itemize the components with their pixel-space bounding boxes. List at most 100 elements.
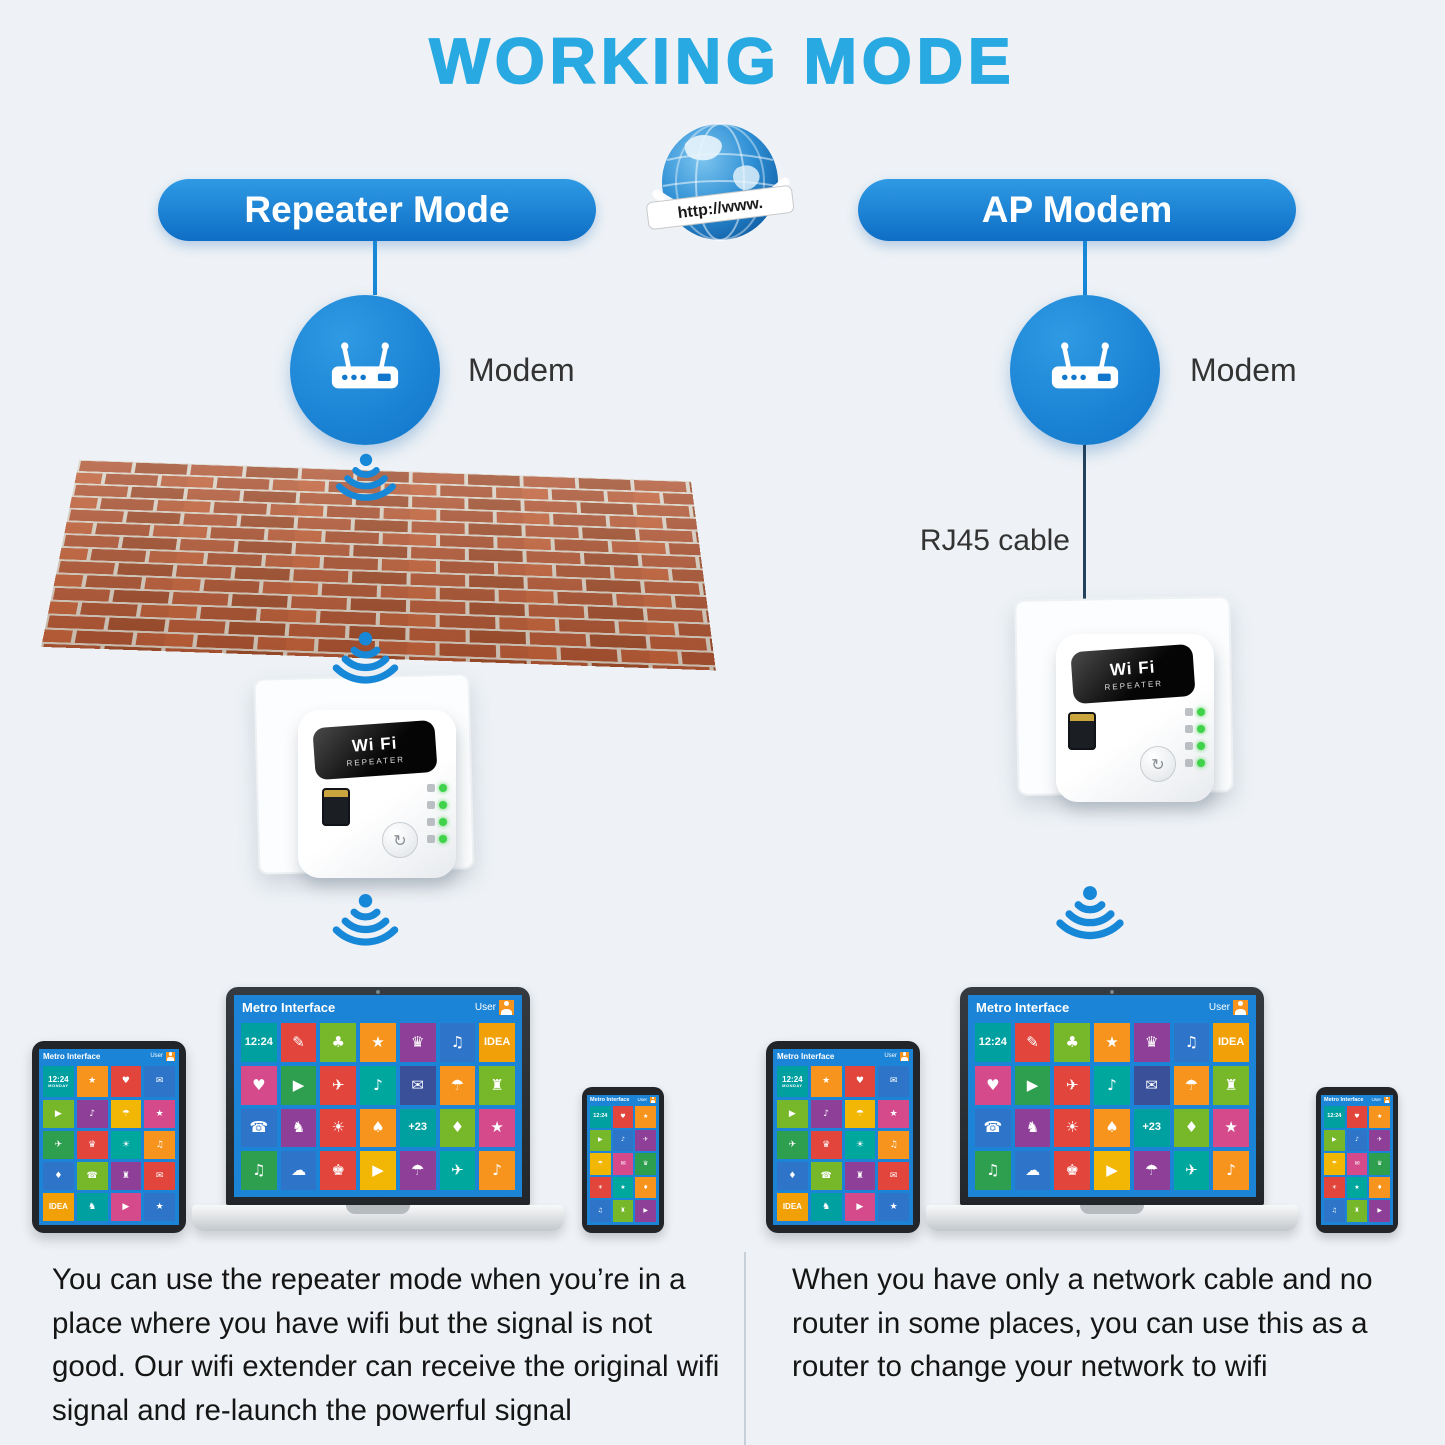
- metro-tile: ♫: [241, 1151, 277, 1190]
- metro-tile-grid: 12:24✎♣★♛♫IDEA♥▶✈♪✉☂♜☎♞☀♠+23♦★♫☁♚▶☂✈♪: [968, 1019, 1256, 1197]
- metro-tile: ☂: [590, 1153, 611, 1175]
- metro-tile: ☀: [110, 1131, 142, 1159]
- smartphone: Metro Interface User 12:24♥★▶♪✈☂✉♛☀★♦♫♜▶: [582, 1087, 664, 1233]
- led-status-icon: [1185, 742, 1193, 750]
- metro-tile-grid: 12:24♥★▶♪✈☂✉♛☀★♦♫♜▶: [1321, 1104, 1393, 1225]
- wifi-repeater-device: Wi Fi REPEATER ↻: [298, 710, 456, 878]
- led-indicators: [427, 784, 447, 843]
- metro-tile: ♪: [479, 1151, 515, 1190]
- metro-tile: ▶: [43, 1100, 74, 1128]
- smartphone: Metro Interface User 12:24♥★▶♪✈☂✉♛☀★♦♫♜▶: [1316, 1087, 1398, 1233]
- user-avatar-icon: [499, 999, 514, 1015]
- led-status-icon: [427, 784, 435, 792]
- modem-icon: [331, 342, 399, 389]
- laptop-notch: [1080, 1205, 1144, 1214]
- metro-tile: ▶: [844, 1193, 876, 1221]
- led-light: [439, 835, 447, 843]
- metro-tile: ♦: [635, 1176, 656, 1199]
- led-indicators: [1185, 708, 1205, 767]
- metro-tile: ♫: [590, 1200, 611, 1222]
- led-indicator: [1185, 759, 1205, 767]
- wifi-repeater-device: Wi Fi REPEATER ↻: [1056, 634, 1214, 802]
- led-light: [1197, 742, 1205, 750]
- metro-tile: ♥: [844, 1066, 876, 1097]
- phone-screen: Metro Interface User 12:24♥★▶♪✈☂✉♛☀★♦♫♜▶: [587, 1095, 659, 1225]
- repeater-brand-panel: Wi Fi REPEATER: [312, 719, 438, 781]
- metro-tile: ✉: [144, 1162, 175, 1190]
- metro-tile: ♫: [975, 1151, 1011, 1190]
- user-avatar-icon: [1233, 999, 1248, 1015]
- metro-tile: ♥: [110, 1066, 142, 1097]
- metro-tile: ♜: [1346, 1200, 1368, 1222]
- metro-tile: ♜: [1213, 1065, 1249, 1105]
- led-status-icon: [1185, 708, 1193, 716]
- user-label: User: [1371, 1097, 1381, 1102]
- laptop-screen: Metro Interface User 12:24✎♣★♛♫IDEA♥▶✈♪✉…: [968, 995, 1256, 1197]
- led-light: [1197, 759, 1205, 767]
- wifi-signal-icon: [332, 894, 399, 946]
- metro-tile: ★: [144, 1193, 175, 1221]
- metro-tile: +23: [1133, 1108, 1170, 1148]
- led-light: [439, 784, 447, 792]
- metro-title: Metro Interface: [590, 1096, 630, 1103]
- repeater-brand-sublabel: REPEATER: [346, 754, 406, 768]
- metro-tile: ♫: [144, 1131, 175, 1159]
- metro-tile: ☂: [844, 1100, 876, 1128]
- metro-tile: ★: [1369, 1106, 1390, 1128]
- metro-tile: ▶: [360, 1151, 396, 1190]
- metro-tile: ☀: [1324, 1176, 1345, 1199]
- user-badge: User: [1209, 999, 1248, 1015]
- metro-tile: ✈: [635, 1129, 656, 1152]
- metro-tile: ♪: [612, 1129, 634, 1152]
- page-title: WORKING MODE: [429, 24, 1016, 98]
- metro-tile: ☀: [844, 1131, 876, 1159]
- user-label: User: [637, 1097, 647, 1102]
- metro-tile: 12:24: [1324, 1106, 1345, 1128]
- metro-tile: ☂: [110, 1100, 142, 1128]
- metro-tile: ✉: [612, 1153, 634, 1175]
- metro-tile: ♦: [1173, 1108, 1210, 1148]
- ap-mode-description: When you have only a network cable and n…: [792, 1263, 1373, 1384]
- metro-tile: 12:24: [590, 1106, 611, 1128]
- metro-tile: ♛: [635, 1153, 656, 1175]
- metro-tile: ▶: [280, 1065, 317, 1105]
- user-avatar-icon: [650, 1096, 656, 1103]
- user-badge: User: [884, 1051, 909, 1061]
- modem-icon: [1051, 342, 1119, 389]
- metro-header: Metro Interface User: [1321, 1095, 1393, 1104]
- metro-tile: ♞: [76, 1193, 108, 1221]
- metro-tile: ✈: [1173, 1151, 1210, 1190]
- rj45-cable-line: [1083, 445, 1086, 717]
- metro-tile: ♛: [1369, 1153, 1390, 1175]
- user-badge: User: [150, 1051, 175, 1061]
- repeater-brand-sublabel: REPEATER: [1104, 678, 1164, 692]
- laptop-base: [192, 1205, 564, 1231]
- webcam-icon: [376, 990, 380, 994]
- metro-tile: ★: [1346, 1176, 1368, 1199]
- metro-tile: ✈: [1054, 1065, 1091, 1105]
- ap-modem-pill: AP Modem: [858, 179, 1296, 241]
- metro-tile: ✉: [878, 1162, 909, 1190]
- metro-tile: ✈: [777, 1131, 808, 1159]
- led-indicator: [427, 818, 447, 826]
- led-light: [439, 801, 447, 809]
- metro-tile: ♦: [1369, 1176, 1390, 1199]
- metro-tile: ☀: [320, 1108, 357, 1148]
- metro-tile: ★: [1094, 1023, 1130, 1062]
- connector-line-left: [373, 241, 377, 295]
- metro-tile: ♣: [320, 1023, 357, 1062]
- repeater-mode-label: Repeater Mode: [244, 189, 510, 230]
- led-light: [1197, 725, 1205, 733]
- webcam-icon: [1110, 990, 1114, 994]
- metro-tile: ♫: [878, 1131, 909, 1159]
- metro-header: Metro Interface User: [968, 995, 1256, 1019]
- metro-tile: ★: [810, 1066, 842, 1097]
- metro-tile: ♛: [810, 1131, 842, 1159]
- metro-tile: ▶: [1324, 1129, 1345, 1152]
- metro-tile: ☂: [1324, 1153, 1345, 1175]
- metro-tile: ▶: [590, 1129, 611, 1152]
